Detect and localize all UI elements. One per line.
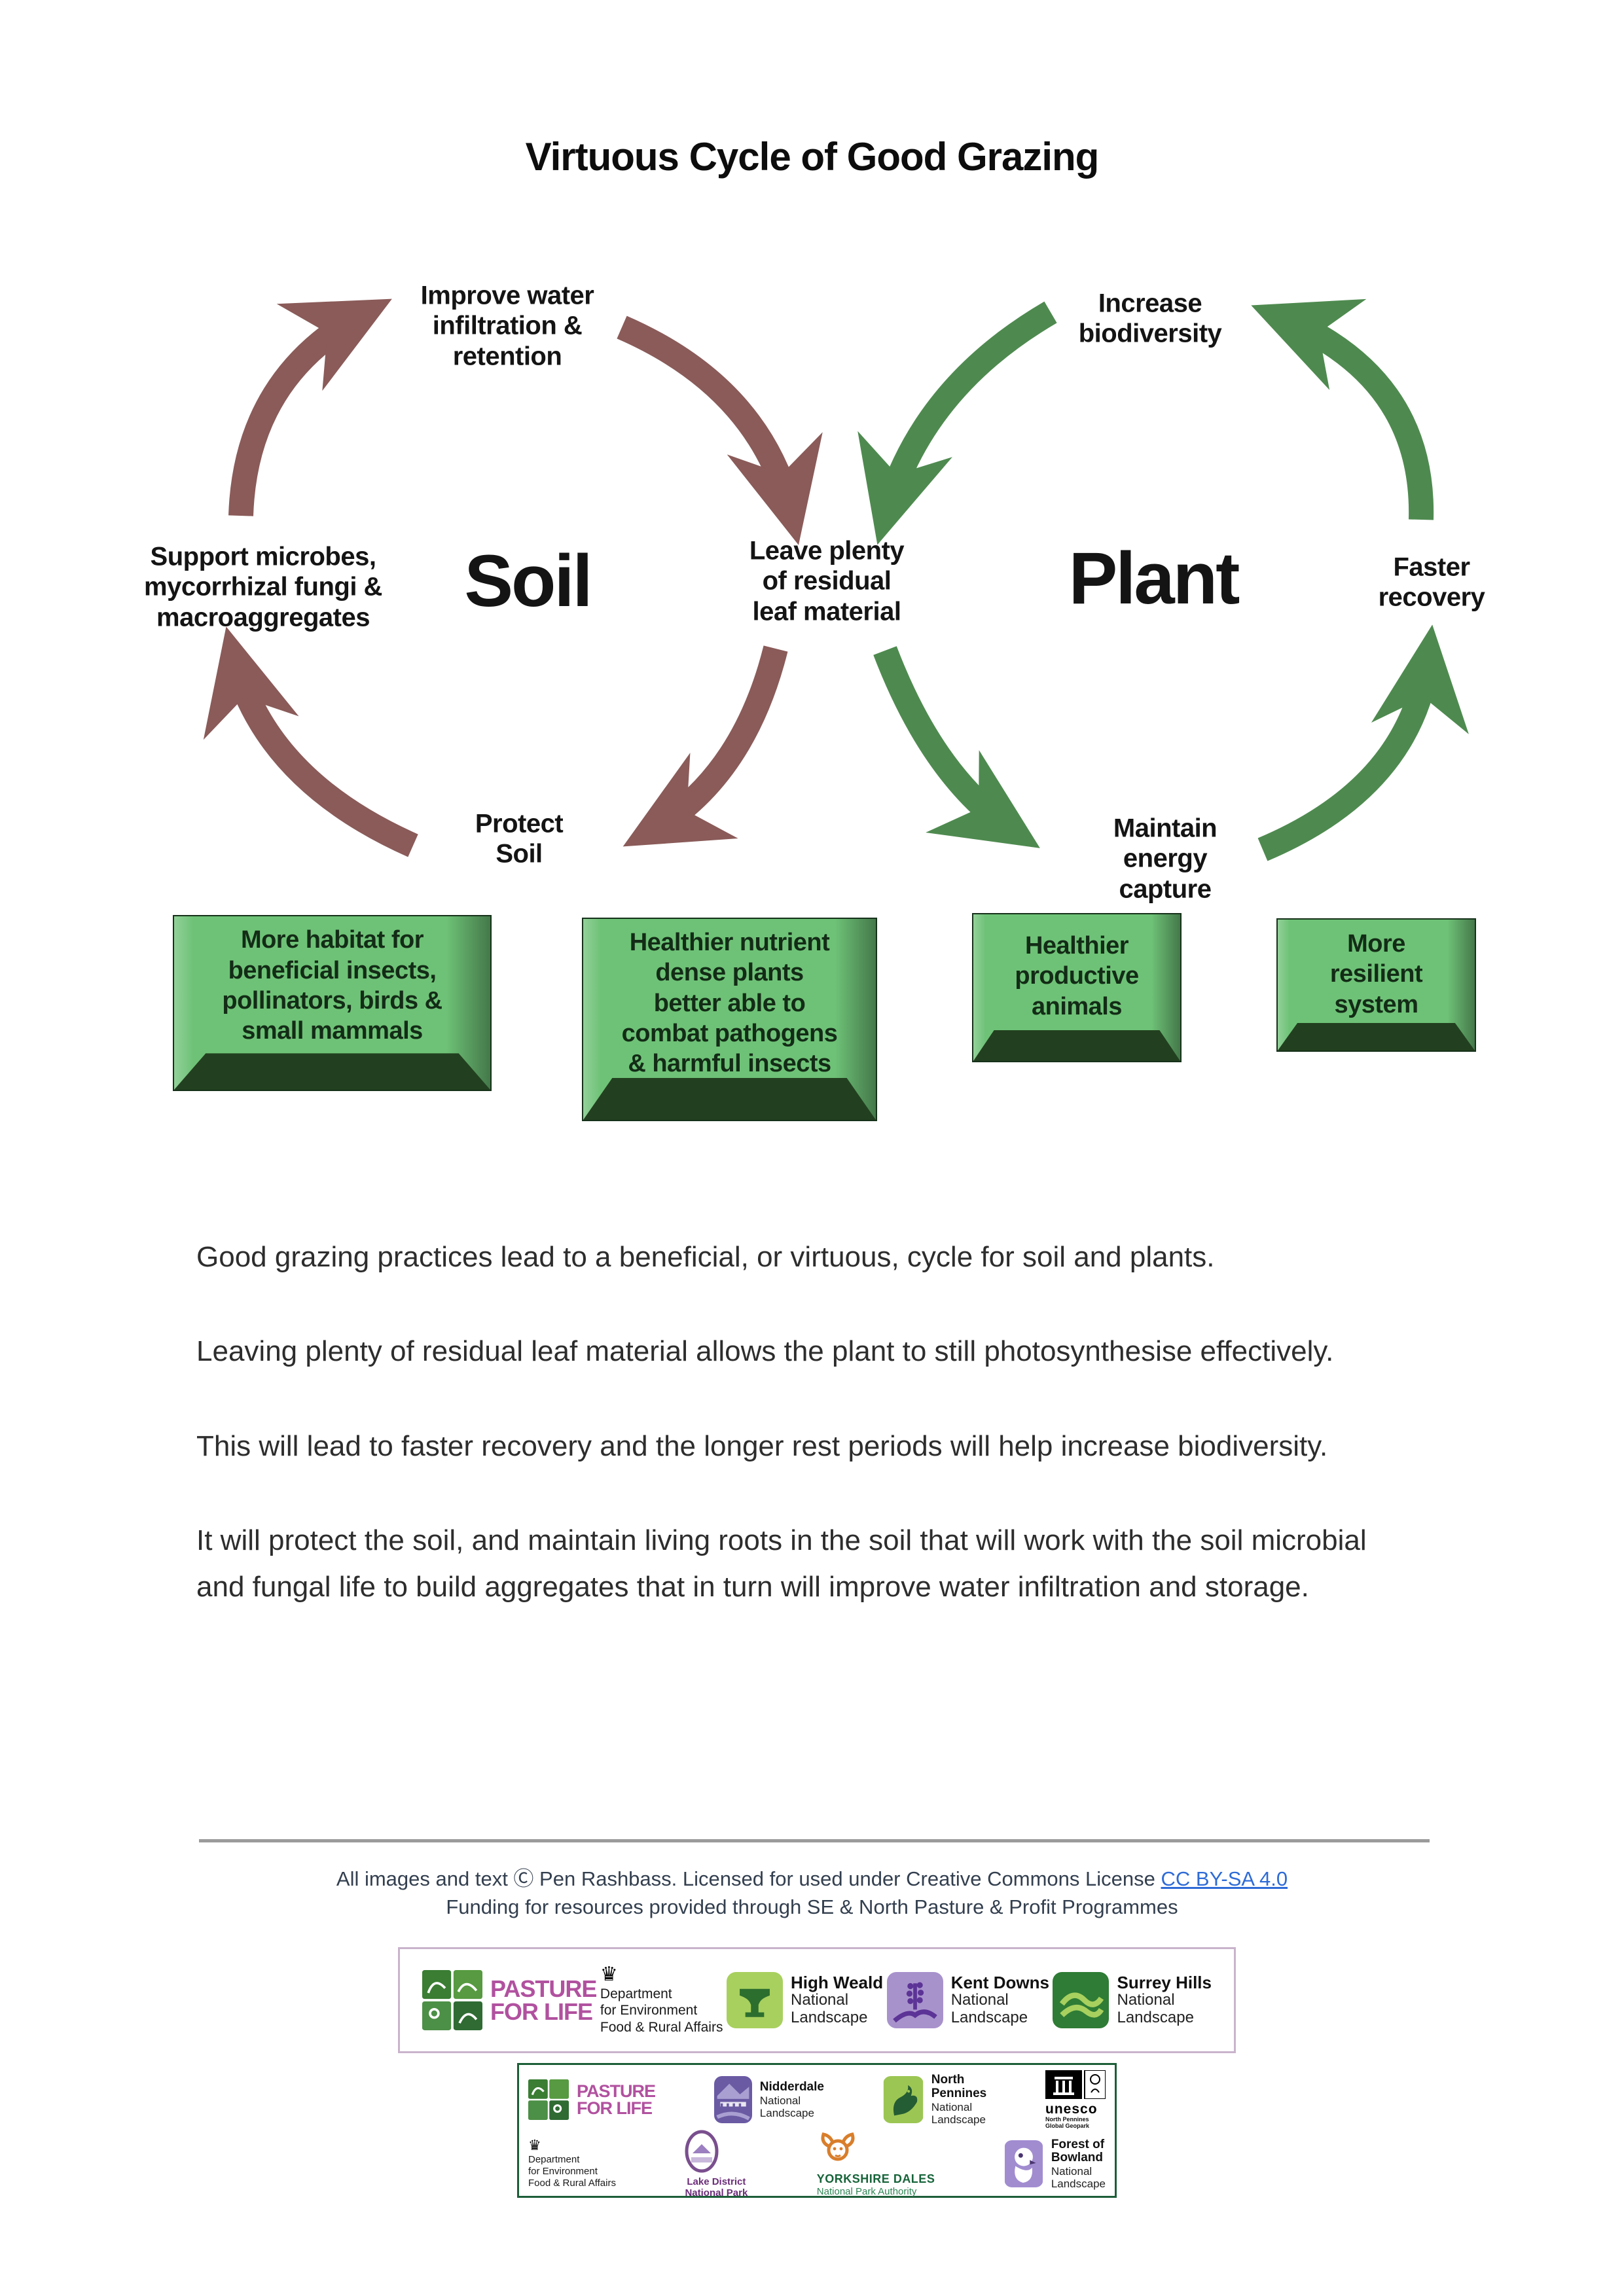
north-pennines-logo: North Pennines National Landscape — [883, 2073, 986, 2126]
soil-arrow-up-left — [228, 298, 392, 516]
yorkshire-dales-icon — [821, 2132, 855, 2161]
funding-text: Funding for resources provided through S… — [446, 1895, 1178, 1918]
surrey-hills-title: Surrey Hills — [1117, 1972, 1212, 1992]
license-prefix: All images and text Ⓒ Pen Rashbass. Lice… — [336, 1867, 1161, 1890]
kent-downs-icon — [886, 1972, 943, 2028]
benefit-box-habitat: More habitat for beneficial insects, pol… — [173, 915, 492, 1091]
high-weald-logo: High Weald National Landscape — [727, 1972, 883, 2028]
nidderdale-logo: Nidderdale National Landscape — [713, 2076, 824, 2124]
plant-arrow-to-maintain — [873, 646, 1040, 848]
nidderdale-icon — [713, 2076, 752, 2124]
benefit-box-habitat-text: More habitat for beneficial insects, pol… — [222, 926, 442, 1045]
forest-of-bowland-sub: National Landscape — [1051, 2165, 1106, 2191]
footer-divider — [199, 1839, 1430, 1842]
defra-crest-icon: ♛ — [600, 1963, 618, 1985]
north-pennines-title: North Pennines — [931, 2073, 987, 2101]
forest-of-bowland-title: Forest of Bowland — [1051, 2137, 1105, 2165]
defra-label-2: Department for Environment Food & Rural … — [528, 2154, 616, 2189]
pasture-for-life-label: PASTURE FOR LIFE — [490, 1975, 597, 2025]
soil-arrow-to-center — [617, 315, 823, 545]
logo-strip-secondary-row1: PASTURE FOR LIFE Nidderdale National Lan… — [528, 2070, 1106, 2130]
logo-strip-primary: PASTURE FOR LIFE ♛ Department for Enviro… — [398, 1947, 1236, 2053]
yorkshire-dales-title: YORKSHIRE DALES — [816, 2172, 935, 2186]
lake-district-label: Lake District National Park — [685, 2176, 748, 2198]
defra-crest-icon-2: ♛ — [528, 2137, 541, 2154]
page-title: Virtuous Cycle of Good Grazing — [525, 135, 1100, 179]
forest-of-bowland-logo: Forest of Bowland National Landscape — [1004, 2138, 1106, 2191]
body-copy: Good grazing practices lead to a benefic… — [196, 1234, 1401, 1659]
high-weald-title: High Weald — [791, 1972, 884, 1992]
benefit-box-animals: Healthier productive animals — [972, 913, 1182, 1062]
label-maintain-energy: Maintain energy capture — [1113, 814, 1218, 904]
surrey-hills-logo: Surrey Hills National Landscape — [1053, 1972, 1212, 2028]
unesco-label: unesco — [1045, 2102, 1098, 2117]
defra-logo: ♛ Department for Environment Food & Rura… — [600, 1963, 723, 2036]
benefit-box-healthier-plants: Healthier nutrient dense plants better a… — [582, 918, 877, 1121]
paragraph-3: This will lead to faster recovery and th… — [196, 1429, 1328, 1462]
paragraph-2: Leaving plenty of residual leaf material… — [196, 1335, 1334, 1368]
soil-word: Soil — [464, 540, 592, 622]
benefit-box-resilient-text: More resilient system — [1329, 929, 1423, 1018]
plant-arrow-bottom-up — [1257, 624, 1469, 861]
benefit-box-healthier-plants-text: Healthier nutrient dense plants better a… — [621, 929, 838, 1078]
label-improve-water: Improve water infiltration & retention — [420, 281, 594, 371]
soil-arrow-bottom-up — [203, 626, 418, 857]
pasture-for-life-icon-2 — [528, 2079, 569, 2121]
paragraph-4: It will protect the soil, and maintain l… — [196, 1524, 1367, 1603]
north-pennines-icon — [883, 2076, 923, 2124]
cc-by-sa-link[interactable]: CC BY-SA 4.0 — [1161, 1867, 1288, 1890]
lake-district-icon — [685, 2130, 719, 2173]
paragraph-1: Good grazing practices lead to a benefic… — [196, 1241, 1215, 1273]
label-leave-plenty: Leave plenty of residual leaf material — [749, 536, 905, 626]
defra-label: Department for Environment Food & Rural … — [600, 1986, 723, 2035]
pasture-for-life-logo-2: PASTURE FOR LIFE — [528, 2079, 656, 2121]
forest-of-bowland-icon — [1004, 2140, 1043, 2188]
benefit-box-resilient: More resilient system — [1276, 918, 1476, 1052]
high-weald-sub: National Landscape — [791, 1991, 868, 2027]
nidderdale-sub: National Landscape — [759, 2094, 814, 2119]
label-support-microbes: Support microbes, mycorrhizal fungi & ma… — [144, 542, 382, 632]
label-protect-soil: Protect Soil — [475, 809, 564, 869]
nidderdale-title: Nidderdale — [759, 2079, 824, 2094]
yorkshire-dales-sub: National Park Authority — [816, 2185, 917, 2197]
unesco-icon — [1045, 2070, 1106, 2100]
surrey-hills-icon — [1053, 1972, 1110, 2028]
logo-strip-secondary-row2: ♛ Department for Environment Food & Rura… — [528, 2130, 1106, 2199]
pasture-for-life-label-2: PASTURE FOR LIFE — [577, 2081, 656, 2119]
benefit-box-animals-text: Healthier productive animals — [1015, 932, 1139, 1020]
north-pennines-sub: National Landscape — [931, 2101, 986, 2126]
kent-downs-logo: Kent Downs National Landscape — [886, 1972, 1049, 2028]
lake-district-logo: Lake District National Park — [685, 2130, 748, 2199]
high-weald-icon — [727, 1972, 784, 2028]
label-increase-biodiversity: Increase biodiversity — [1078, 289, 1222, 348]
kent-downs-title: Kent Downs — [950, 1972, 1049, 1992]
license-text: All images and text Ⓒ Pen Rashbass. Lice… — [0, 1862, 1624, 1892]
kent-downs-sub: National Landscape — [950, 1991, 1028, 2027]
plant-word: Plant — [1068, 537, 1240, 619]
yorkshire-dales-logo: YORKSHIRE DALES National Park Authority — [817, 2130, 935, 2198]
label-faster-recovery: Faster recovery — [1378, 552, 1485, 612]
pasture-for-life-logo: PASTURE FOR LIFE — [422, 1970, 597, 2030]
unesco-caption: North Pennines Global Geopark — [1045, 2116, 1090, 2130]
plant-arrow-up-right — [1251, 298, 1434, 520]
logo-strip-secondary: PASTURE FOR LIFE Nidderdale National Lan… — [517, 2063, 1117, 2198]
soil-arrow-to-protect — [623, 645, 788, 847]
pasture-for-life-icon — [422, 1970, 482, 2030]
plant-arrow-to-center — [857, 301, 1057, 545]
surrey-hills-sub: National Landscape — [1117, 1991, 1194, 2027]
defra-logo-2: ♛ Department for Environment Food & Rura… — [528, 2138, 616, 2189]
unesco-logo: unesco North Pennines Global Geopark — [1045, 2070, 1106, 2130]
